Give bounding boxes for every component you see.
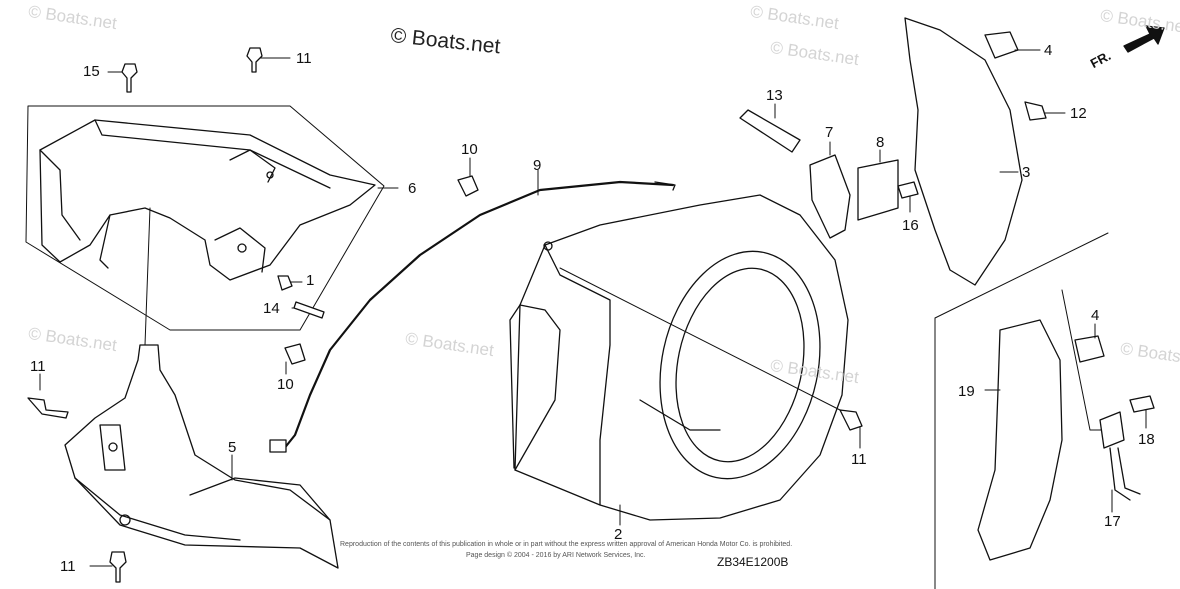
part-19-right-shroud [977,319,1063,561]
part-7-bracket [809,154,851,239]
callout-18: 18 [1138,431,1155,448]
part-17-wires [1109,447,1141,501]
fastener-18 [1129,395,1155,413]
group-box-part-6 [25,105,385,331]
part-3-side-shroud [904,17,1023,286]
callout-7: 7 [825,124,834,141]
part-6-air-guide [39,119,376,346]
page-design-notice: Page design © 2004 - 2016 by ARI Network… [466,552,646,559]
fastener-14 [293,301,325,319]
callout-19: 19 [958,383,975,400]
fastener-15 [121,63,138,93]
callout-11-right: 11 [851,451,867,468]
part-4-clip-right [1074,335,1105,363]
callout-11-bottom: 11 [60,558,76,575]
part-5-lower-guide [64,344,339,569]
fastener-11-left [27,397,69,419]
part-9-cable [269,180,676,453]
leader-lines [39,49,1147,567]
callout-15: 15 [83,63,100,80]
callout-10-lower: 10 [277,376,294,393]
fastener-11-top [246,47,263,73]
fastener-11-bottom [109,551,127,583]
part-8-plate [857,159,899,221]
callout-8: 8 [876,134,885,151]
legal-notice: Reproduction of the contents of this pub… [340,541,793,548]
group-box-right [934,232,1109,589]
callout-17: 17 [1104,513,1121,530]
callout-3: 3 [1022,164,1031,181]
callout-1: 1 [306,272,315,289]
callout-13: 13 [766,87,783,104]
fastener-1 [277,275,293,291]
callout-9: 9 [533,157,542,174]
part-2-fan-cover [509,194,849,521]
callout-16: 16 [902,217,919,234]
part-17-switch [1099,411,1125,449]
callout-12: 12 [1070,105,1087,122]
callout-10-upper: 10 [461,141,478,158]
callout-11-left: 11 [30,358,46,375]
callout-5: 5 [228,439,237,456]
callout-14: 14 [263,300,280,317]
callout-6: 6 [408,180,417,197]
fastener-11-right [839,409,863,431]
fastener-12 [1024,101,1047,121]
callout-4-upper: 4 [1044,42,1053,59]
part-4-clip-upper [984,31,1019,59]
callout-2: 2 [614,526,623,543]
part-10-clip-upper [457,175,479,197]
part-10-clip-lower [284,343,306,365]
callout-4-right: 4 [1091,307,1100,324]
fasteners [27,47,1155,583]
part-13-tube [739,109,801,153]
fastener-16 [897,181,919,199]
callout-11-top: 11 [296,50,312,67]
fr-arrow-icon [1123,25,1165,53]
diagram-code: ZB34E1200B [717,555,789,569]
